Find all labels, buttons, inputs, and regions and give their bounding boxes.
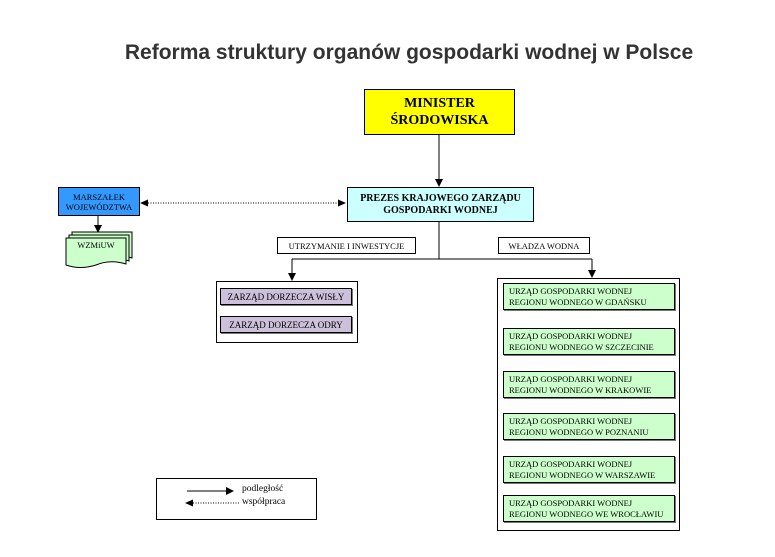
zarzad-dorzecza-wisly: ZARZĄD DORZECZA WISŁY bbox=[220, 288, 352, 305]
zarzad-dorzecza-odry: ZARZĄD DORZECZA ODRY bbox=[220, 316, 352, 333]
minister-box: MINISTER ŚRODOWISKA bbox=[364, 89, 515, 135]
wzmiuw-label: WZMiUW bbox=[77, 240, 115, 250]
urzad-gdansk-line1: URZĄD GOSPODARKI WODNEJ bbox=[509, 286, 633, 296]
urzad-krakow: URZĄD GOSPODARKI WODNEJ REGIONU WODNEGO … bbox=[503, 371, 675, 398]
urzad-szczecin-line1: URZĄD GOSPODARKI WODNEJ bbox=[509, 331, 633, 341]
marszalek-line1: MARSZAŁEK bbox=[73, 191, 125, 202]
marszalek-line2: WOJEWÓDZTWA bbox=[65, 201, 133, 212]
urzad-wroclaw-line2: REGIONU WODNEGO WE WROCŁAWIU bbox=[509, 509, 664, 519]
urzedy-group bbox=[497, 278, 680, 531]
urzad-warszawa-line1: URZĄD GOSPODARKI WODNEJ bbox=[509, 459, 633, 469]
urzad-szczecin-line2: REGIONU WODNEGO W SZCZECINIE bbox=[509, 342, 654, 352]
prezes-line2: GOSPODARKI WODNEJ bbox=[383, 204, 498, 216]
minister-line2: ŚRODOWISKA bbox=[390, 113, 489, 128]
prezes-box: PREZES KRAJOWEGO ZARZĄDU GOSPODARKI WODN… bbox=[347, 187, 534, 222]
legend: podległość współpraca bbox=[156, 478, 317, 520]
branch-label-utrzymanie: UTRZYMANIE I INWESTYCJE bbox=[277, 237, 416, 254]
urzad-wroclaw: URZĄD GOSPODARKI WODNEJ REGIONU WODNEGO … bbox=[503, 495, 675, 522]
minister-line1: MINISTER bbox=[404, 96, 475, 111]
urzad-poznan-line2: REGIONU WODNEGO W POZNANIU bbox=[509, 427, 649, 437]
prezes-line1: PREZES KRAJOWEGO ZARZĄDU bbox=[360, 192, 521, 204]
marszalek-box: MARSZAŁEK WOJEWÓDZTWA bbox=[58, 187, 140, 216]
urzad-poznan-line1: URZĄD GOSPODARKI WODNEJ bbox=[509, 416, 633, 426]
urzad-krakow-line1: URZĄD GOSPODARKI WODNEJ bbox=[509, 374, 633, 384]
legend-lines bbox=[185, 487, 239, 507]
urzad-szczecin: URZĄD GOSPODARKI WODNEJ REGIONU WODNEGO … bbox=[503, 328, 675, 355]
legend-solid-label: podległość bbox=[242, 484, 284, 494]
branch-label-wladza-wodna: WŁADZA WODNA bbox=[498, 237, 590, 254]
urzad-wroclaw-line1: URZĄD GOSPODARKI WODNEJ bbox=[509, 498, 633, 508]
urzad-poznan: URZĄD GOSPODARKI WODNEJ REGIONU WODNEGO … bbox=[503, 413, 675, 440]
urzad-warszawa-line2: REGIONU WODNEGO W WARSZAWIE bbox=[509, 470, 656, 480]
page-title: Reforma struktury organów gospodarki wod… bbox=[124, 41, 694, 64]
wzmiuw-document-icon bbox=[65, 231, 133, 268]
urzad-gdansk: URZĄD GOSPODARKI WODNEJ REGIONU WODNEGO … bbox=[503, 283, 675, 310]
urzad-warszawa: URZĄD GOSPODARKI WODNEJ REGIONU WODNEGO … bbox=[503, 456, 675, 483]
dotted-arrowhead-right bbox=[338, 199, 346, 207]
urzad-gdansk-line2: REGIONU WODNEGO W GDAŃSKU bbox=[509, 297, 647, 307]
urzad-krakow-line2: REGIONU WODNEGO W KRAKOWIE bbox=[509, 385, 652, 395]
legend-dotted-label: współpraca bbox=[242, 497, 286, 507]
dotted-arrowhead-left bbox=[140, 199, 148, 207]
